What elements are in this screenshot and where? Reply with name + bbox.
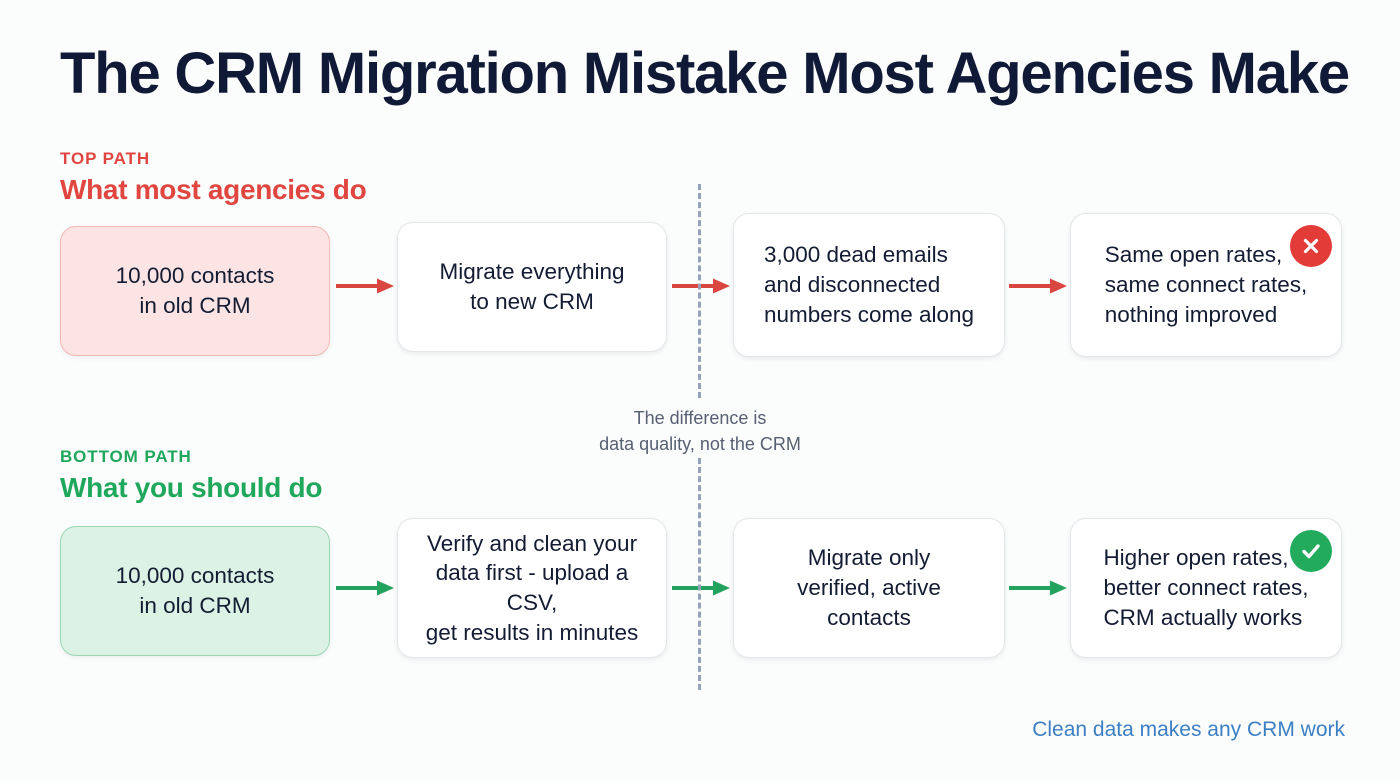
top-path-header: TOP PATH What most agencies do	[60, 149, 367, 207]
bottom-path-heading: What you should do	[60, 471, 323, 503]
bottom-path-step-4-text: Higher open rates, better connect rates,…	[1103, 545, 1309, 630]
center-caption: The difference is data quality, not the …	[599, 408, 801, 454]
top-path-arrow-2-icon	[672, 278, 730, 294]
bottom-path-step-2: Verify and clean your data first - uploa…	[397, 518, 667, 658]
check-icon	[1290, 530, 1332, 572]
page-title: The CRM Migration Mistake Most Agencies …	[60, 41, 1350, 106]
top-path-step-2-text: Migrate everything to new CRM	[439, 259, 625, 314]
bottom-path-arrow-1-icon	[336, 580, 394, 596]
divider-upper	[698, 184, 701, 398]
bottom-path-step-2-text: Verify and clean your data first - uploa…	[425, 530, 639, 645]
top-path-step-3-text: 3,000 dead emails and disconnected numbe…	[763, 242, 975, 327]
bottom-path-arrow-2-icon	[672, 580, 730, 596]
top-path-heading: What most agencies do	[60, 173, 367, 205]
top-path-step-2: Migrate everything to new CRM	[397, 222, 667, 352]
top-path-arrow-1-icon	[336, 278, 394, 294]
top-path-step-3: 3,000 dead emails and disconnected numbe…	[733, 213, 1005, 357]
top-path-step-1: 10,000 contacts in old CRM	[60, 226, 330, 356]
top-path-step-4-text: Same open rates, same connect rates, not…	[1104, 242, 1308, 327]
divider-lower	[698, 458, 701, 690]
bottom-path-header: BOTTOM PATH What you should do	[60, 447, 323, 505]
bottom-path-step-3: Migrate only verified, active contacts	[733, 518, 1005, 658]
bottom-path-step-1: 10,000 contacts in old CRM	[60, 526, 330, 656]
bottom-path-kicker: BOTTOM PATH	[60, 447, 192, 466]
close-icon	[1290, 225, 1332, 267]
top-path-arrow-3-icon	[1009, 278, 1067, 294]
bottom-path-step-1-text: 10,000 contacts in old CRM	[115, 563, 275, 618]
top-path-kicker: TOP PATH	[60, 149, 151, 168]
top-path-step-1-text: 10,000 contacts in old CRM	[115, 263, 275, 318]
bottom-path-step-3-text: Migrate only verified, active contacts	[797, 545, 941, 630]
bottom-path-arrow-3-icon	[1009, 580, 1067, 596]
footer-note: Clean data makes any CRM work	[1032, 718, 1345, 741]
